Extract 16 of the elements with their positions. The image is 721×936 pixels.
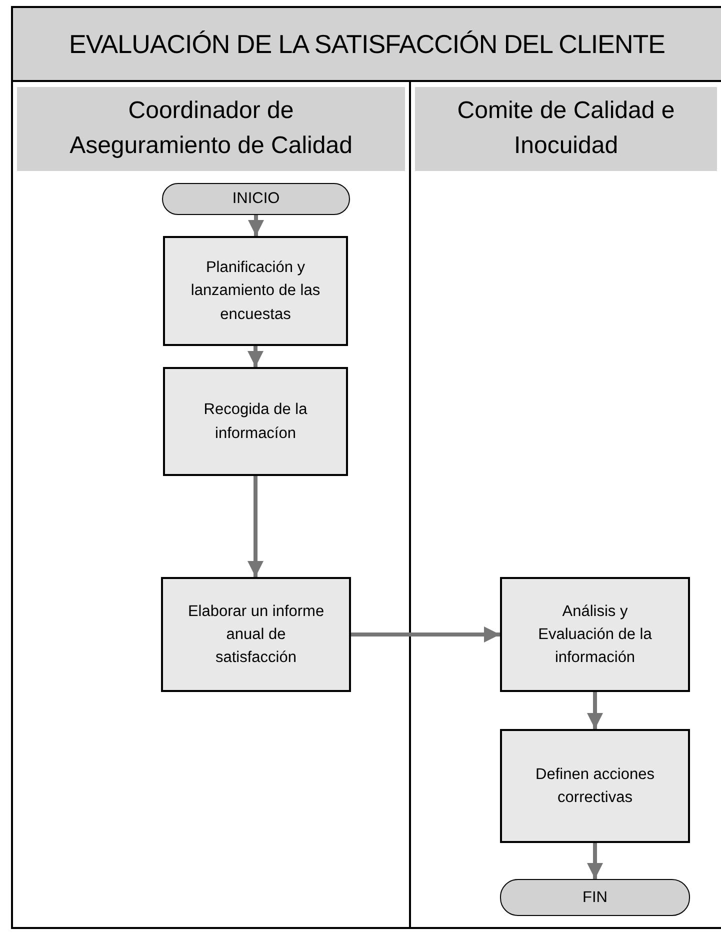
terminator-pill: FIN — [500, 879, 690, 916]
arrow — [248, 215, 264, 236]
arrow — [587, 692, 603, 729]
process-box: Análisis y Evaluación de la información — [500, 577, 690, 692]
title: EVALUACIÓN DE LA SATISFACCIÓN DEL CLIENTE — [13, 8, 721, 82]
process-box: Elaborar un informe anual de satisfacción — [161, 577, 351, 692]
lane-header: Coordinador de Aseguramiento de Calidad — [17, 87, 405, 171]
arrow — [248, 346, 264, 367]
arrow — [248, 476, 264, 577]
process-box: Planificación y lanzamiento de las encuestas — [163, 236, 348, 346]
arrow — [351, 626, 500, 642]
lane-header: Comite de Calidad e Inocuidad — [415, 87, 717, 171]
arrow — [587, 843, 603, 879]
terminator-pill: INICIO — [162, 183, 350, 215]
process-box: Recogida de la informacíon — [163, 367, 348, 476]
process-box: Definen acciones correctivas — [500, 729, 690, 843]
